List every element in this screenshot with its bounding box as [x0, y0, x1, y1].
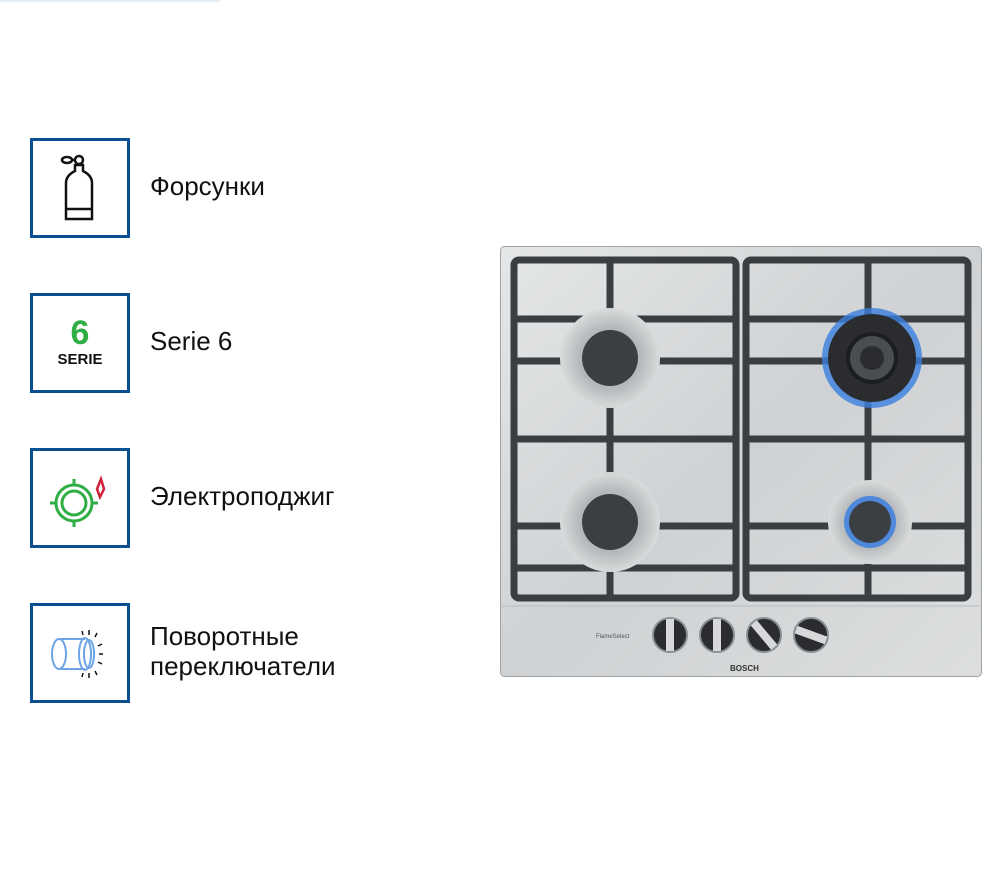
top-divider	[0, 0, 220, 2]
burner-rear-left	[560, 308, 660, 408]
feature-label: Форсунки	[150, 171, 265, 201]
knob-3[interactable]	[746, 617, 782, 653]
feature-icon-box: 6 SERIE	[30, 293, 130, 393]
burner-wok	[822, 308, 922, 408]
feature-icon-box	[30, 138, 130, 238]
burner-front-left	[560, 472, 660, 572]
feature-icon-box	[30, 448, 130, 548]
feature-label: Электроподжиг	[150, 481, 335, 511]
flameselect-logo: FlameSelect	[596, 634, 630, 640]
knob-1[interactable]	[652, 617, 688, 653]
feature-label: Serie 6	[150, 326, 233, 356]
electric-ignition-icon	[50, 475, 106, 527]
gas-cylinder-icon	[60, 154, 94, 221]
feature-serie: 6 SERIE Serie 6	[30, 293, 930, 393]
knob-4[interactable]	[793, 617, 829, 653]
rotary-knob-icon	[51, 630, 103, 678]
control-knobs	[652, 617, 829, 653]
burner-small	[828, 480, 912, 564]
gas-hob-image: FlameSelect BOSCH	[500, 246, 982, 677]
feature-ignition: Электроподжиг	[30, 448, 930, 548]
brand-logo: BOSCH	[730, 664, 759, 673]
feature-icon-box	[30, 603, 130, 703]
feature-nozzles: Форсунки	[30, 138, 930, 238]
knob-2[interactable]	[699, 617, 735, 653]
serie-6-badge: 6 SERIE	[57, 314, 103, 368]
